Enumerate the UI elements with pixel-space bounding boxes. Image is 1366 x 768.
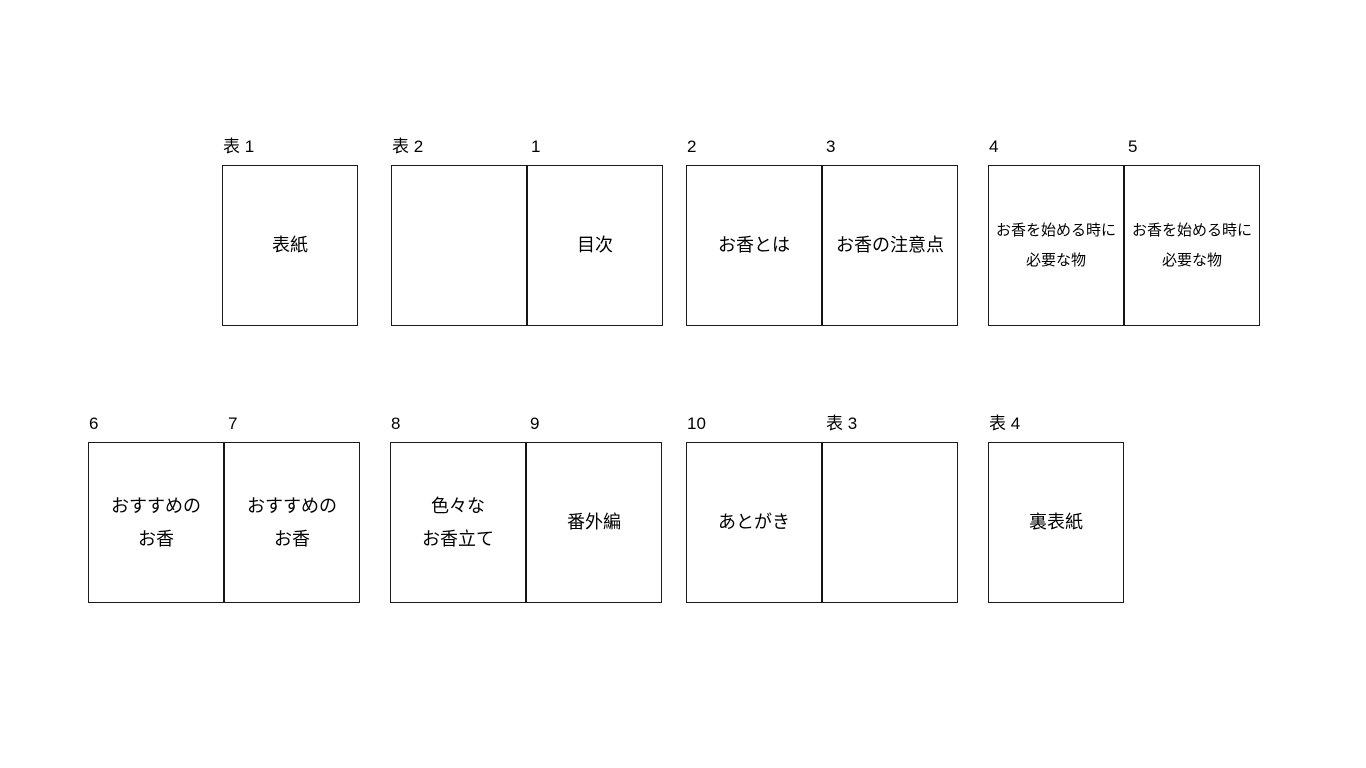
page-8: 色々な お香立て [391,443,525,602]
page-1-toc: 目次 [526,166,662,325]
sheet-outline: あとがき [686,442,958,603]
page-10: あとがき [687,443,821,602]
page-title: 色々な お香立て [422,495,494,549]
page-2: お香とは [687,166,821,325]
group-back-cover: 表 4 裏表紙 [988,414,1124,603]
page-7: おすすめの お香 [223,443,359,602]
sheet-outline: 表紙 [222,165,358,326]
page-back-cover: 裏表紙 [989,443,1123,602]
group-spread-2-3: 2 3 お香とは お香の注意点 [686,137,958,326]
sheet-outline: お香を始める時に 必要な物 お香を始める時に 必要な物 [988,165,1260,326]
page-front-cover: 表紙 [223,166,357,325]
page-title: お香を始める時に 必要な物 [995,221,1116,269]
group-front-cover: 表 1 表紙 [222,137,358,326]
page-4: お香を始める時に 必要な物 [989,166,1123,325]
page-number-label: 10 [687,414,706,433]
page-title: お香の注意点 [836,235,944,255]
page-number-label: 5 [1128,137,1138,156]
page-number-label: 表 2 [392,137,424,156]
page-title: 目次 [577,235,613,255]
group-spread-6-7: 6 7 おすすめの お香 おすすめの お香 [88,414,360,603]
page-title: お香とは [718,235,790,255]
page-number-label: 表 3 [826,414,858,433]
page-number-label: 6 [89,414,99,433]
page-title: 表紙 [272,235,308,255]
page-title: おすすめの お香 [111,495,201,549]
sheet-outline: 裏表紙 [988,442,1124,603]
group-spread-10-inside-back: 10 表 3 あとがき [686,414,958,603]
page-title: あとがき [718,512,790,532]
sheet-outline: お香とは お香の注意点 [686,165,958,326]
page-number-label: 8 [391,414,401,433]
sheet-outline: 色々な お香立て 番外編 [390,442,662,603]
page-number-label: 7 [228,414,238,433]
group-spread-4-5: 4 5 お香を始める時に 必要な物 お香を始める時に 必要な物 [988,137,1260,326]
page-number-label: 4 [989,137,999,156]
page-number-label: 2 [687,137,697,156]
page-inside-back-cover [821,443,957,602]
page-inside-front-cover [392,166,526,325]
page-6: おすすめの お香 [89,443,223,602]
group-spread-8-9: 8 9 色々な お香立て 番外編 [390,414,662,603]
page-5: お香を始める時に 必要な物 [1123,166,1259,325]
page-9: 番外編 [525,443,661,602]
group-spread-inside-front-1: 表 2 1 目次 [391,137,663,326]
sheet-outline: 目次 [391,165,663,326]
page-title: 番外編 [567,512,621,532]
page-title: 裏表紙 [1029,512,1083,532]
page-3: お香の注意点 [821,166,957,325]
page-number-label: 表 4 [989,414,1021,433]
page-title: おすすめの お香 [247,495,337,549]
page-title: お香を始める時に 必要な物 [1131,221,1252,269]
page-number-label: 3 [826,137,836,156]
page-number-label: 表 1 [223,137,255,156]
page-number-label: 1 [531,137,541,156]
page-number-label: 9 [530,414,540,433]
sheet-outline: おすすめの お香 おすすめの お香 [88,442,360,603]
